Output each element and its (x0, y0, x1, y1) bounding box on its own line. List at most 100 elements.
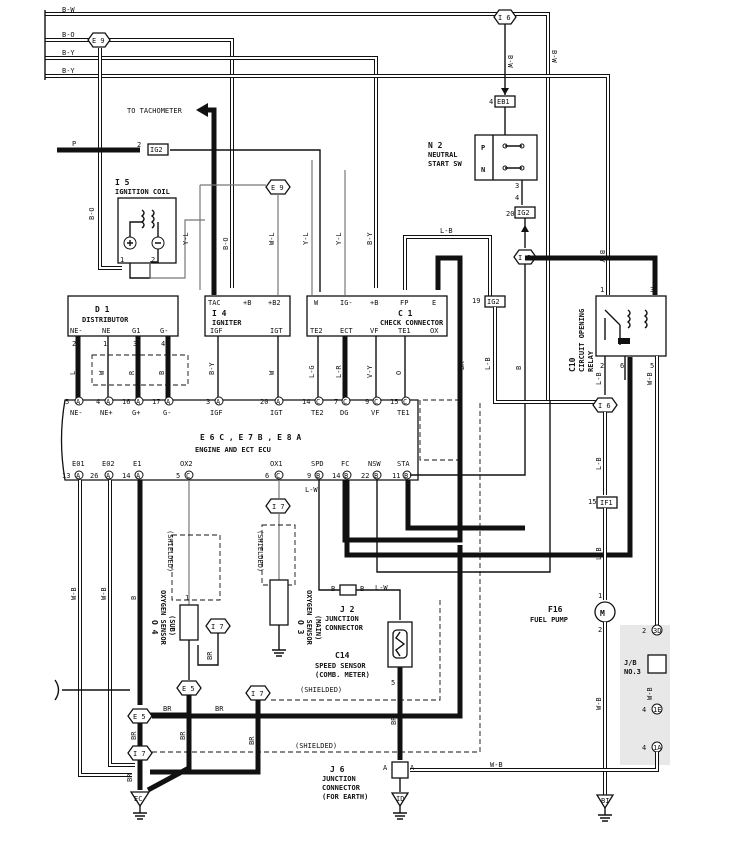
c10-name-2: RELAY (587, 350, 595, 372)
c14-shielded: (SHIELDED) (300, 686, 342, 694)
wire-label-l: L (69, 371, 77, 375)
n2-pin3: 3 (515, 182, 519, 190)
pin-conn: A (76, 398, 81, 406)
o4-pin1: 1 (185, 594, 189, 602)
pin-conn: C (316, 398, 320, 406)
thick-check-wires: BR (342, 255, 658, 573)
speed-sensor-c14: B B L-W J 2 JUNCTION CONNECTOR C14 SPEED… (270, 480, 441, 760)
pin-num: 14 (302, 398, 310, 406)
n2-n: N (481, 166, 485, 174)
node-e5-o4: E 5 (182, 685, 195, 693)
wire-label-by-relay: B-Y (598, 250, 606, 263)
c1-pin-b: +B (370, 299, 378, 307)
pin-conn: A (106, 472, 111, 480)
wire-label-wb-relay: W-B (646, 372, 654, 385)
f16-pin2: 2 (598, 626, 602, 634)
node-e9-mid-label: E 9 (271, 184, 284, 192)
pin-conn: C (403, 398, 407, 406)
pin-num: 4 (96, 398, 100, 406)
d1-pin-g1: G1 (132, 327, 140, 335)
o3-shielded: (SHIELDED) (256, 530, 264, 572)
wire-label-bw-vert: B-W (550, 50, 558, 63)
c1-pin-w: W (314, 299, 319, 307)
wire-label-b-e1: B (130, 596, 138, 600)
ig2-n2-label: IG2 (517, 209, 530, 217)
j6-name-1: JUNCTION (322, 775, 356, 783)
distributor-d1: D 1 DISTRIBUTOR NE- NE G1 G- 2 1 3 4 (67, 295, 179, 348)
wire-label-by-checkconn: B-Y (366, 232, 374, 245)
pin-name: NE+ (100, 409, 113, 417)
wire-label-lg: L-G (308, 365, 316, 378)
j2-name-2: CONNECTOR (325, 624, 364, 632)
c10-pin5: 5 (650, 362, 654, 370)
d1-pin-num-1: 2 (72, 340, 76, 348)
node-e9-mid: E 9 W-L (199, 179, 291, 295)
i4-pin-tac: TAC (208, 299, 221, 307)
n2-id: N 2 (428, 141, 443, 150)
motor-symbol: M (600, 609, 605, 618)
j6-id: J 6 (330, 765, 345, 774)
wire-label-o: O (395, 371, 403, 375)
pin-num: 13 (62, 472, 70, 480)
jb-pin4b: 4 (642, 744, 646, 752)
wire-label-by-2: B-Y (62, 67, 75, 75)
d1-id: D 1 (95, 305, 110, 314)
wire-label-wb-pump: W-B (595, 697, 603, 710)
i4-pin-igf: IGF (210, 327, 223, 335)
pin-name: SPD (311, 460, 324, 468)
wire-label-lb-pump: L-B (595, 547, 603, 560)
oxygen-sensor-o3: I 7 (SHIELDED) O 3 OXYGEN SENSOR (MAIN) … (256, 480, 322, 657)
pin-num: 5 (176, 472, 180, 480)
pin-num: 9 (307, 472, 311, 480)
pin-conn: B (344, 472, 348, 480)
wire-label-lb-if1: L-B (595, 457, 603, 470)
pin-num: 17 (152, 398, 160, 406)
wire-label-lb-2: L-B (484, 357, 492, 370)
pin-num: 14 (332, 472, 340, 480)
f16-name: FUEL PUMP (530, 616, 568, 624)
o3-name-1: OXYGEN SENSOR (305, 590, 313, 646)
pin-name: FC (341, 460, 349, 468)
c14-id: C14 (335, 651, 350, 660)
f16-pin1: 1 (598, 592, 602, 600)
node-i6-mid-label: I 6 (518, 254, 531, 262)
node-i6-right-label: I 6 (598, 402, 611, 410)
wire-label-yl-2: Y-L (335, 232, 343, 245)
pin-name: E02 (102, 460, 115, 468)
ig2-connector-label: IG2 (150, 146, 163, 154)
c14-name-2: (COMB. METER) (315, 671, 370, 679)
c1-name: CHECK CONNECTOR (380, 319, 444, 327)
pin-num: 15 (390, 398, 398, 406)
c14-pin5: 5 (391, 679, 395, 687)
f16-id: F16 (548, 605, 563, 614)
ig2-relay-label: IG2 (487, 298, 500, 306)
pin-conn: A (106, 398, 111, 406)
eb1-label: EB1 (497, 98, 510, 106)
i4-name: IGNITER (212, 319, 242, 327)
pin-num: 7 (334, 398, 338, 406)
jb-conn-1e: 1E (653, 706, 661, 714)
jb-pin2: 2 (642, 627, 646, 635)
ground-shielded: (SHIELDED) (295, 742, 337, 750)
ignition-coil-i5: I 5 IGNITION COIL 1 2 Y-L (115, 178, 205, 279)
c10-pin1: 1 (600, 286, 604, 294)
engine-ecu: E 6 C , E 7 B , E 8 A ENGINE AND ECT ECU (60, 399, 419, 481)
bi-earth: BI (601, 797, 609, 805)
ground-harness: W-B W-B B E 5 BR I 7 BR (SHIELDED) I 7 B… (54, 400, 481, 820)
o3-id: O 3 (296, 620, 305, 635)
d1-name: DISTRIBUTOR (82, 316, 129, 324)
wire-label-bo-vert: B-O (88, 207, 96, 220)
wire-label-lr: L-R (335, 365, 343, 378)
c10-pin3: 3 (650, 286, 654, 294)
jb-name-1: J/B (624, 659, 637, 667)
wire-label-bo: B-O (62, 31, 75, 39)
to-tachometer: TO TACHOMETER (127, 103, 217, 295)
wire-label-lw-speed: L-W (375, 584, 388, 592)
wire-label-w-2: W (268, 370, 276, 375)
